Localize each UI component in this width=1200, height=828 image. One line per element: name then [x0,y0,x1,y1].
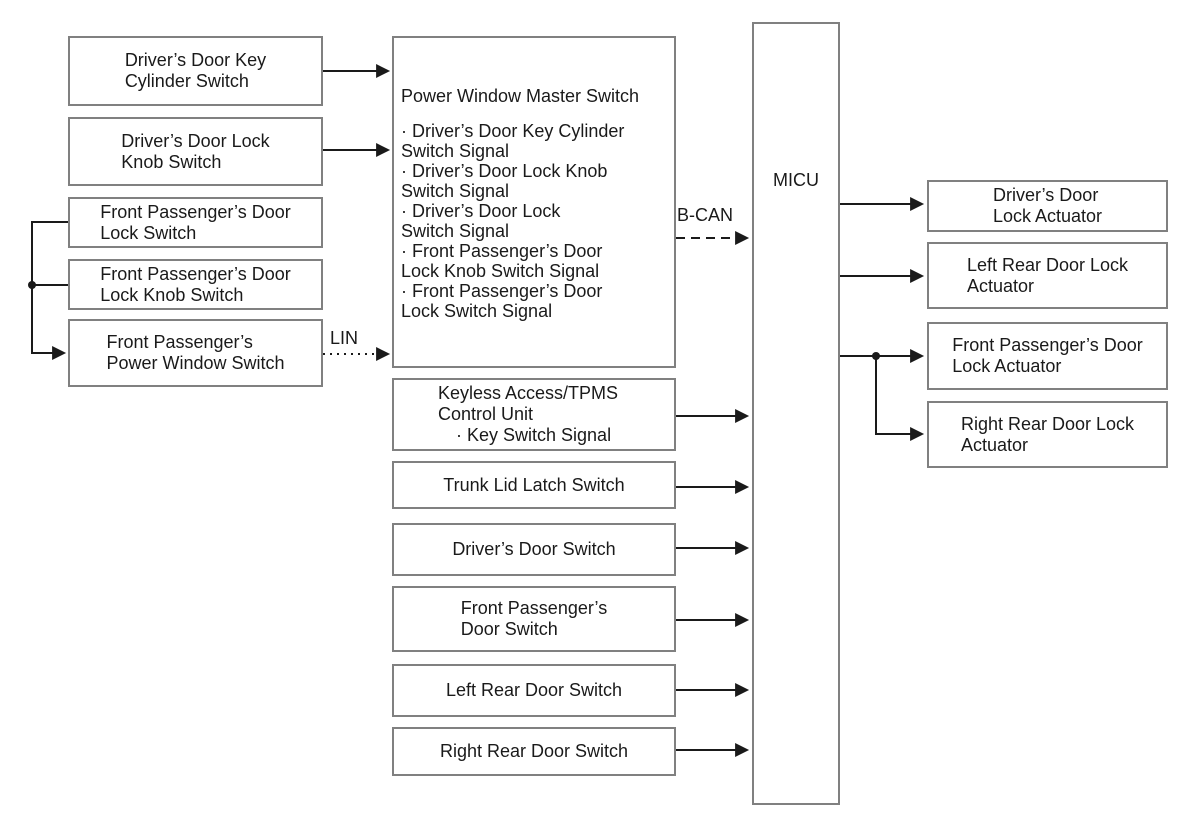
lin-bus-label: LIN [330,328,359,349]
node-driver-door-lock-actuator: Driver’s Door Lock Actuator [927,180,1168,232]
node-signal-list: · Driver’s Door Key Cylinder Switch Sign… [401,121,625,321]
node-label: Right Rear Door Switch [439,741,629,761]
bcan-bus-label: B-CAN [677,205,734,226]
node-label: Right Rear Door Lock Actuator [960,413,1135,455]
node-front-passenger-door-lock-actuator: Front Passenger’s Door Lock Actuator [927,322,1168,390]
node-label: Left Rear Door Lock Actuator [966,254,1129,296]
node-driver-door-switch: Driver’s Door Switch [392,523,676,576]
node-right-rear-door-switch: Right Rear Door Switch [392,727,676,776]
junction-dot-left [28,281,36,289]
node-label: Left Rear Door Switch [445,680,623,700]
node-driver-door-key-cylinder-switch: Driver’s Door Key Cylinder Switch [68,36,323,106]
node-label: MICU [773,170,819,190]
node-left-rear-door-switch: Left Rear Door Switch [392,664,676,717]
node-signal: · Key Switch Signal [456,425,612,445]
node-label: Front Passenger’s Door Lock Knob Switch [100,263,291,305]
node-front-passenger-door-lock-knob-switch: Front Passenger’s Door Lock Knob Switch [68,259,323,310]
node-title: Power Window Master Switch [401,86,640,106]
node-micu: MICU [752,22,840,805]
node-trunk-lid-latch-switch: Trunk Lid Latch Switch [392,461,676,509]
node-title: Keyless Access/TPMS Control Unit [438,383,619,424]
node-label: Front Passenger’s Door Switch [460,598,608,639]
node-front-passenger-power-window-switch: Front Passenger’s Power Window Switch [68,319,323,387]
node-label: Front Passenger’s Door Lock Switch [100,201,291,243]
node-front-passenger-door-switch: Front Passenger’s Door Switch [392,586,676,652]
connector-micu-to-right-rear-actuator [875,356,925,441]
node-label: Trunk Lid Latch Switch [443,474,625,495]
node-label: Driver’s Door Switch [452,539,616,559]
node-label: Driver’s Door Lock Actuator [992,185,1103,226]
node-label: Front Passenger’s Power Window Switch [106,332,285,373]
node-right-rear-door-lock-actuator: Right Rear Door Lock Actuator [927,401,1168,468]
node-front-passenger-door-lock-switch: Front Passenger’s Door Lock Switch [68,197,323,248]
node-keyless-access-tpms-control-unit: Keyless Access/TPMS Control Unit · Key S… [392,378,676,451]
connector-passenger-bracket [31,221,68,360]
node-label: Driver’s Door Lock Knob Switch [121,130,270,172]
node-driver-door-lock-knob-switch: Driver’s Door Lock Knob Switch [68,117,323,186]
node-label: Front Passenger’s Door Lock Actuator [952,335,1143,376]
node-label: Driver’s Door Key Cylinder Switch [124,50,267,91]
node-power-window-master-switch: Power Window Master Switch · Driver’s Do… [392,36,676,368]
node-left-rear-door-lock-actuator: Left Rear Door Lock Actuator [927,242,1168,309]
